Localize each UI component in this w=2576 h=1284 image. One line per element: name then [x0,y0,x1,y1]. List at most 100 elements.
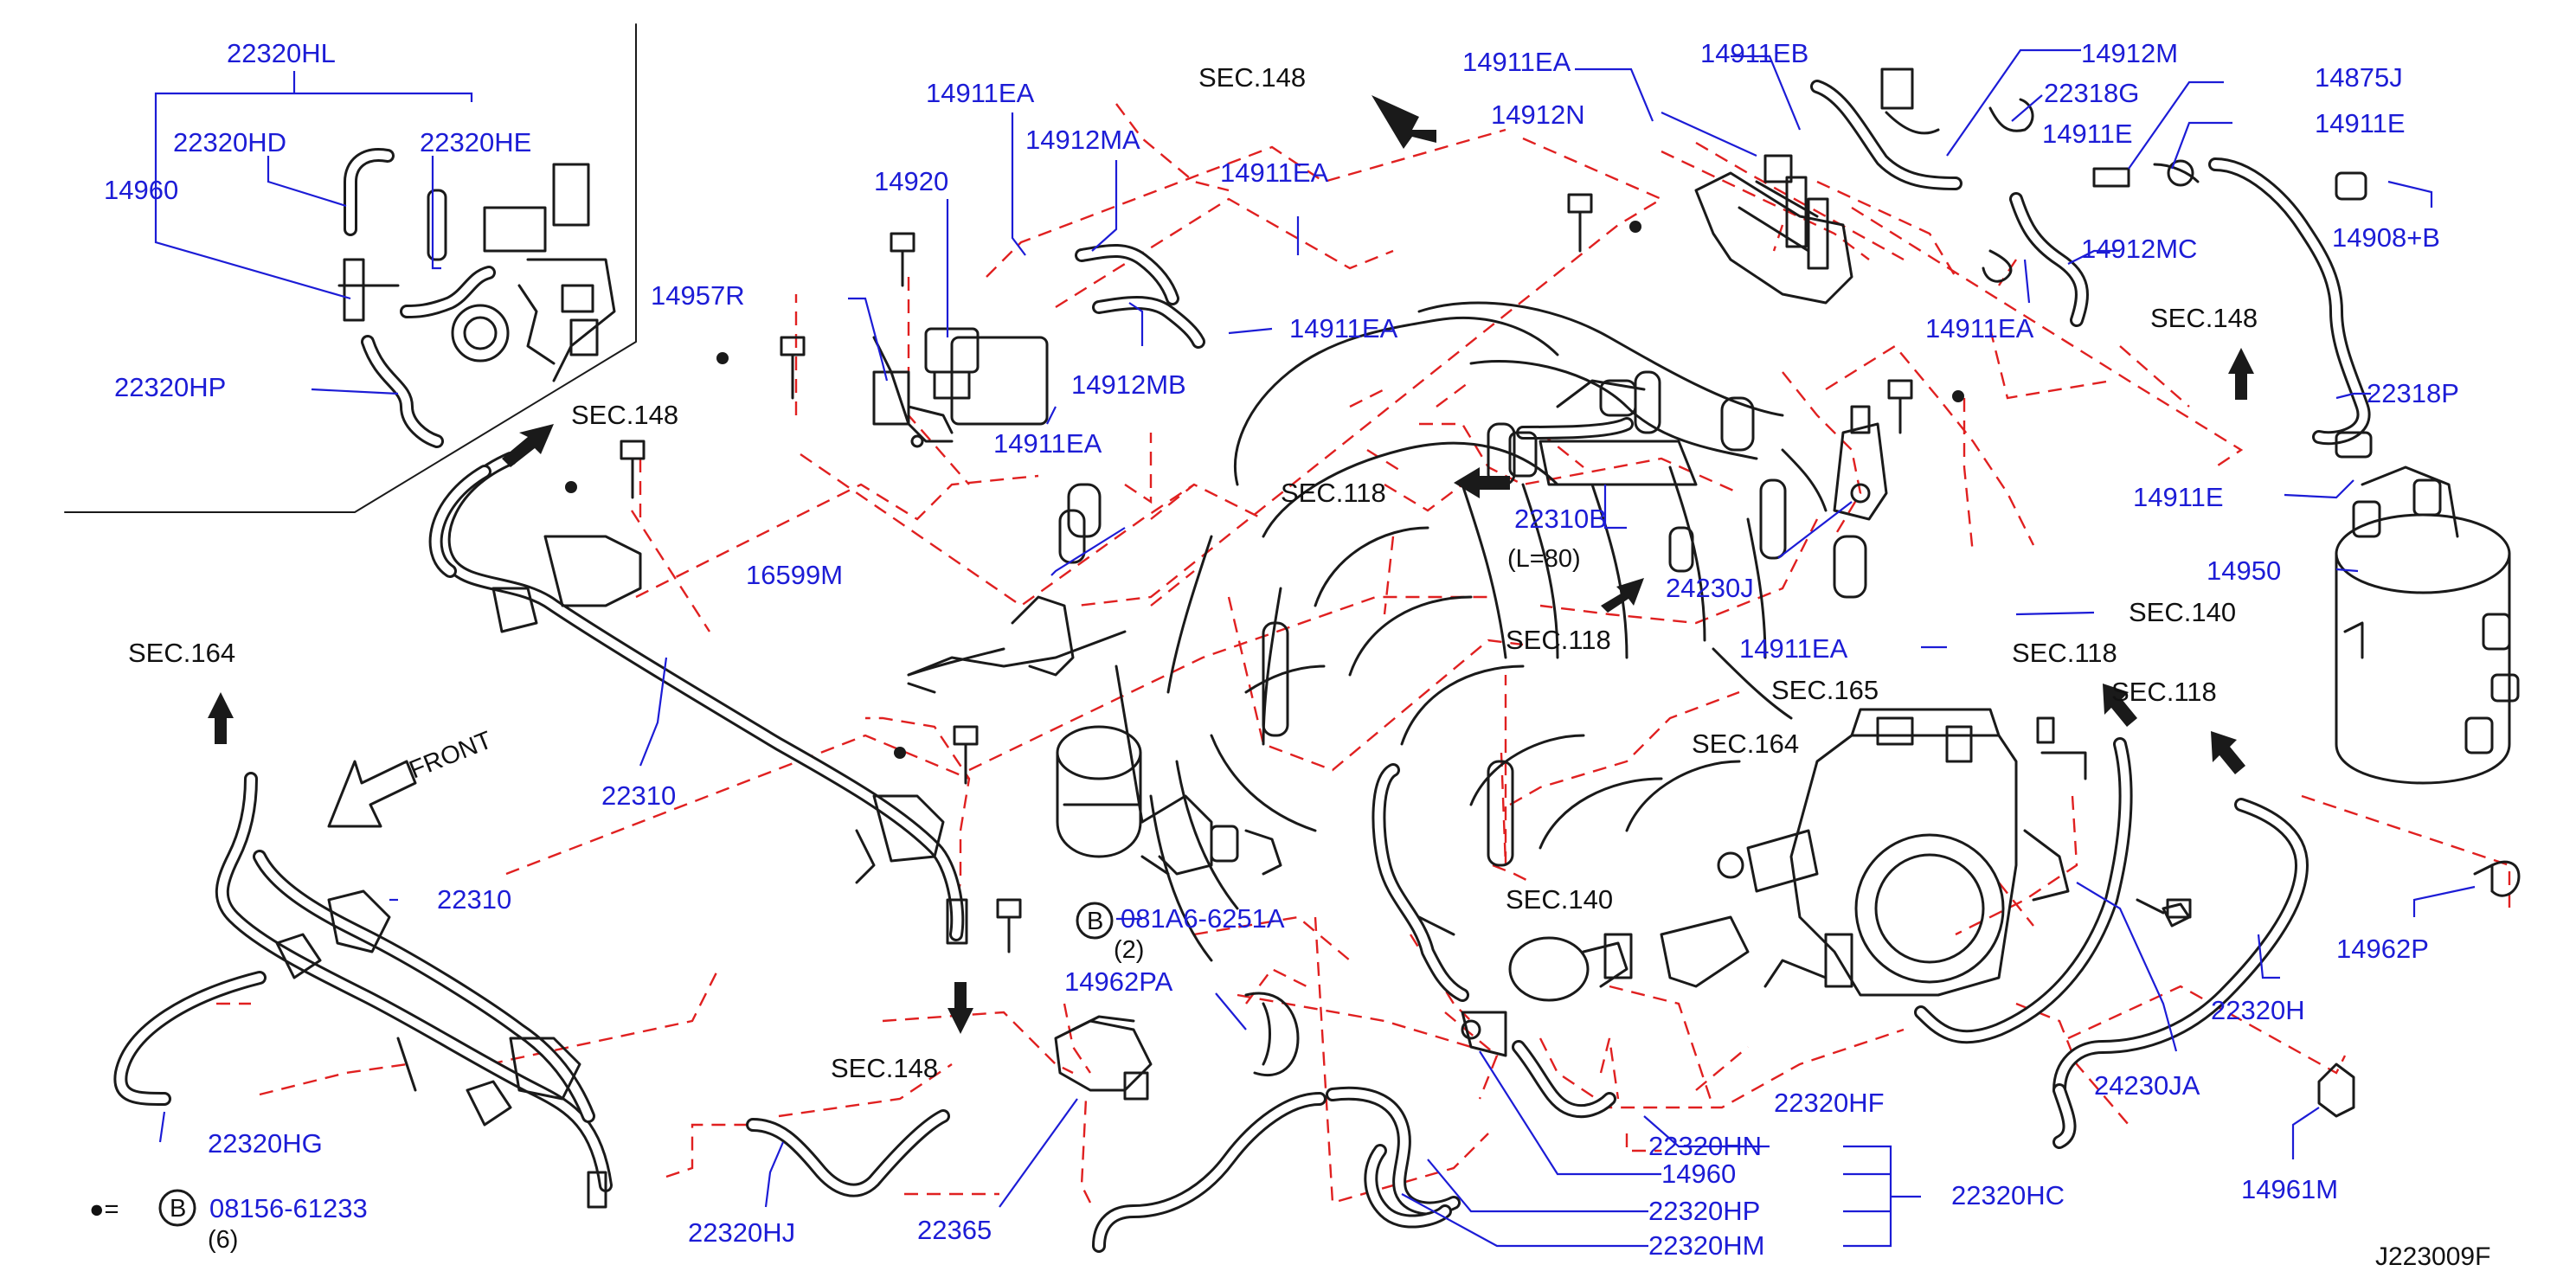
part-labels: 22320HL 22320HD 22320HE 14960 22320HP 14… [104,38,2459,1261]
label-14950: 14950 [2207,555,2281,586]
label-14960: 14960 [104,175,178,205]
arrow-sec148-left [502,424,554,467]
dot-marker [894,747,906,759]
label-16599M: 16599M [746,560,843,590]
label-22320HD: 22320HD [173,127,286,157]
sec-118-right1: SEC.118 [2012,638,2117,668]
label-14962PA: 14962PA [1064,966,1173,997]
note-front: FRONT [406,726,497,784]
section-labels: SEC.148 SEC.148 SEC.148 SEC.148 SEC.118 … [128,62,2258,1083]
bolt-730-520 [620,440,646,499]
label-14911E: 14911E [2133,482,2224,512]
diagram-reference-code: J223009F [2375,1242,2490,1271]
engine-outline [1115,301,1867,962]
guide-lines [216,103,2511,1204]
top-right-parts [1694,67,2373,459]
bolts [620,193,2192,953]
label-14911EA: 14911EA [1462,47,1571,77]
arrow-sec148-lower [948,982,973,1034]
note-length: (L=80) [1507,545,1581,573]
sec-164-left: SEC.164 [128,638,235,668]
label-14957R: 14957R [651,280,745,311]
label-14962P: 14962P [2336,934,2429,964]
bracket-24230J [1833,405,1888,521]
label-22318G: 22318G [2044,78,2139,108]
label-22320HJ: 22320HJ [688,1217,795,1248]
sec-164-center: SEC.164 [1692,729,1799,759]
label-081A6-6251A: 081A6-6251A [1121,903,1285,934]
sec-140-right: SEC.140 [2129,597,2236,627]
label-14912MA: 14912MA [1025,125,1140,155]
bolt-dots [565,221,1964,759]
solenoid-22365 [1054,763,1616,1253]
bolt-2195-450 [1887,379,1913,434]
note-qty-2: (2) [1114,936,1144,964]
arrow-sec164-left [208,692,234,744]
label-22310: 22310 [601,780,676,811]
sec-148-lower: SEC.148 [831,1053,938,1083]
circled-b-symbols [158,902,1114,1227]
label-14911EA: 14911EA [1220,157,1329,188]
label-14912M: 14912M [2081,38,2178,68]
label-22365: 22365 [917,1215,992,1245]
bolt-1040-280 [890,232,915,287]
label-14911EB: 14911EB [1700,38,1808,68]
label-14920: 14920 [874,166,948,196]
label-22318P: 22318P [2367,378,2459,408]
upper-center-parts [872,244,1634,694]
label-22320HE: 22320HE [420,127,531,157]
bolt-1115-850 [953,725,979,785]
hose-22320HJ [746,1109,950,1197]
circle-b-1 [1076,902,1114,940]
dot-marker [565,481,577,493]
label-14911EA: 14911EA [1289,313,1398,343]
label-22320HL: 22320HL [227,38,336,68]
sec-165: SEC.165 [1771,675,1879,705]
front-arrow [327,760,417,828]
sec-118-mid: SEC.118 [1506,625,1611,655]
label-22320HP: 22320HP [1648,1196,1760,1226]
label-22320HG: 22320HG [208,1128,323,1159]
label-14911EA: 14911EA [1925,313,2034,343]
hoses-right [1914,737,2521,1149]
sec-118-center: SEC.118 [1281,478,1386,508]
label-14908B: 14908+B [2332,222,2440,253]
vacuum-tank [1056,725,1633,1002]
pipe-22310-lower [215,772,613,1209]
label-24230J: 24230J [1666,573,1754,603]
label-22320HP: 22320HP [114,372,226,402]
arrow-sec118-center [1454,467,1510,498]
bolt-915-400 [780,336,806,400]
circle-b-text-1: B [1087,908,1103,935]
arrow-sec118-right2 [2211,731,2245,774]
label-14912MB: 14912MB [1071,369,1186,400]
label-14911E: 14911E [2315,108,2406,138]
dot-equals-legend: ●= [89,1196,119,1223]
pipe-22310-center [428,452,968,945]
sec-148-left: SEC.148 [571,400,678,430]
arrow-sec118-mid [1601,578,1644,613]
label-22310: 22310 [437,884,511,915]
dot-marker [1952,390,1964,402]
label-22320HN: 22320HN [1648,1131,1762,1161]
section-arrows [208,95,2254,1034]
label-22320HM: 22320HM [1648,1230,1764,1261]
label-14911EA: 14911EA [1739,633,1848,664]
label-14911EA: 14911EA [926,78,1035,108]
arrow-sec148-right [2228,348,2254,400]
sec-148-top: SEC.148 [1198,62,1306,93]
label-22310B: 22310B [1514,504,1607,534]
circle-b-2 [158,1189,196,1227]
label-22320HF: 22320HF [1774,1088,1885,1118]
label-14912N: 14912N [1491,100,1585,130]
inset-frame [64,23,637,513]
dot-marker [1629,221,1641,233]
sec-118-right2: SEC.118 [2111,677,2217,707]
hose-22320HG [113,971,267,1106]
note-qty-6: (6) [208,1226,238,1254]
bolt-2490-1050 [2166,898,2192,919]
label-14875J: 14875J [2315,62,2403,93]
sec-148-right: SEC.148 [2150,303,2258,333]
